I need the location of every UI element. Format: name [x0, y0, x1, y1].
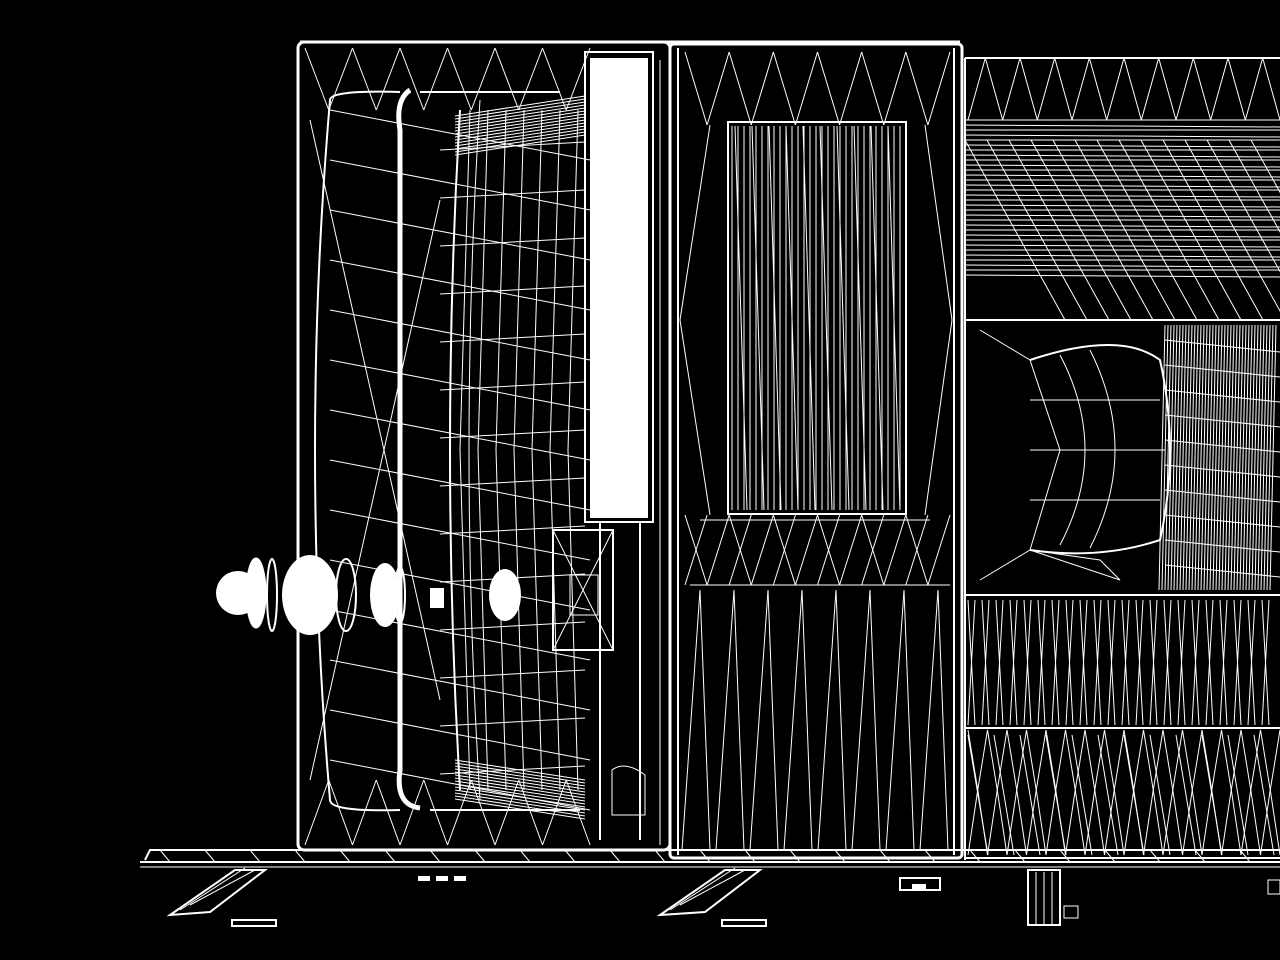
middle-module-wireframe: [668, 42, 964, 860]
base-platform: [140, 849, 1280, 927]
rear-module-wireframe: [964, 57, 1280, 860]
docking-probe-discs: [216, 555, 521, 635]
solar-panel-strip: [584, 51, 661, 845]
front-module-wireframe: [296, 40, 960, 852]
